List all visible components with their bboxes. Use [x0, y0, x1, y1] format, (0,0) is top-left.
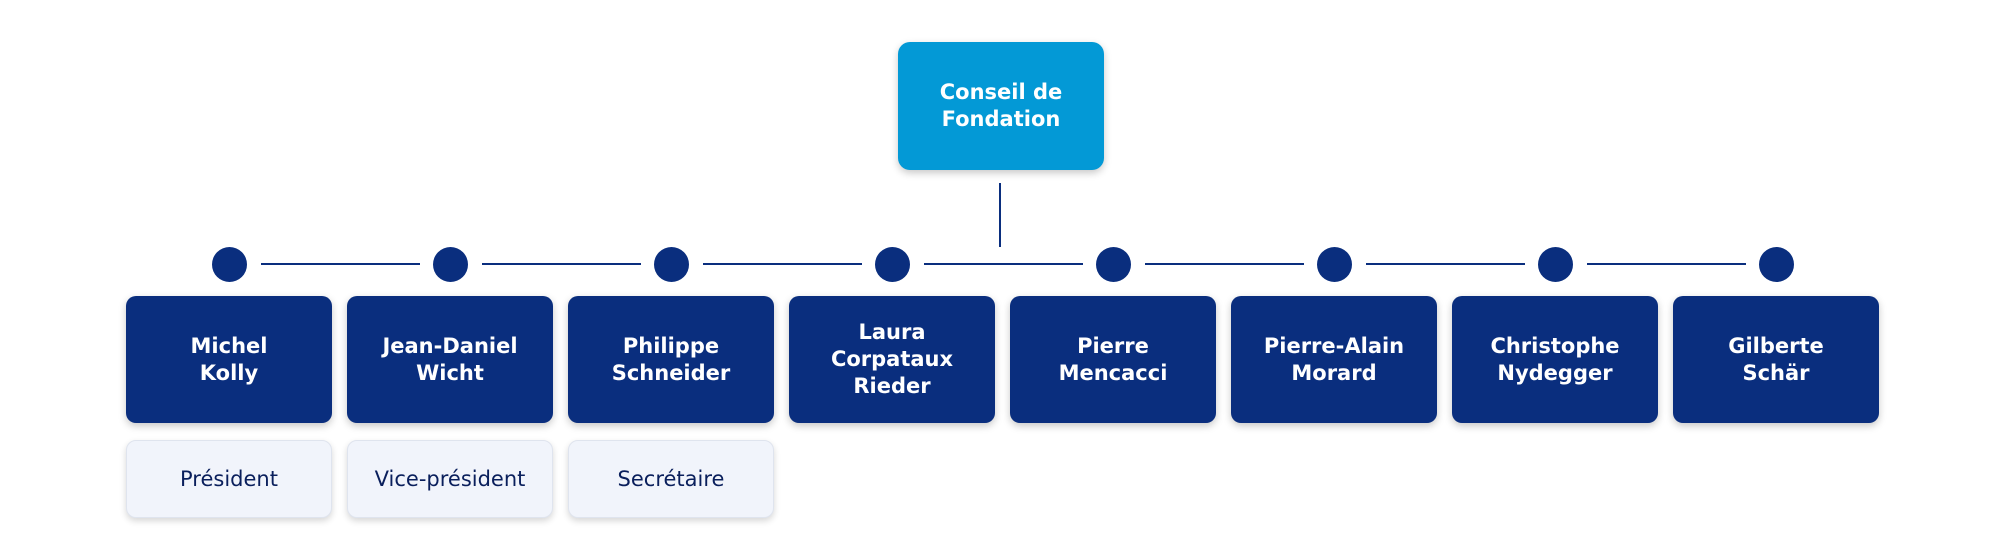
member-philippe-schneider: Philippe Schneider — [568, 296, 774, 423]
connector-5-6 — [1145, 263, 1304, 265]
connector-7-8 — [1587, 263, 1746, 265]
member-pierre-mencacci: Pierre Mencacci — [1010, 296, 1216, 423]
node-dot-2 — [433, 247, 468, 282]
connector-3-4 — [703, 263, 862, 265]
member-jean-daniel-wicht: Jean-Daniel Wicht — [347, 296, 553, 423]
connector-2-3 — [482, 263, 641, 265]
root-node-conseil-de-fondation: Conseil de Fondation — [898, 42, 1104, 170]
node-dot-3 — [654, 247, 689, 282]
member-pierre-alain-morard: Pierre-Alain Morard — [1231, 296, 1437, 423]
member-gilberte-schar: Gilberte Schär — [1673, 296, 1879, 423]
member-michel-kolly: Michel Kolly — [126, 296, 332, 423]
connector-6-7 — [1366, 263, 1525, 265]
connector-4-5 — [924, 263, 1083, 265]
root-connector — [999, 183, 1001, 247]
node-dot-4 — [875, 247, 910, 282]
role-president: Président — [126, 440, 332, 518]
member-christophe-nydegger: Christophe Nydegger — [1452, 296, 1658, 423]
node-dot-5 — [1096, 247, 1131, 282]
role-vice-president: Vice-président — [347, 440, 553, 518]
role-secretaire: Secrétaire — [568, 440, 774, 518]
node-dot-8 — [1759, 247, 1794, 282]
connector-1-2 — [261, 263, 420, 265]
node-dot-6 — [1317, 247, 1352, 282]
node-dot-1 — [212, 247, 247, 282]
member-laura-corpataux-rieder: Laura Corpataux Rieder — [789, 296, 995, 423]
node-dot-7 — [1538, 247, 1573, 282]
